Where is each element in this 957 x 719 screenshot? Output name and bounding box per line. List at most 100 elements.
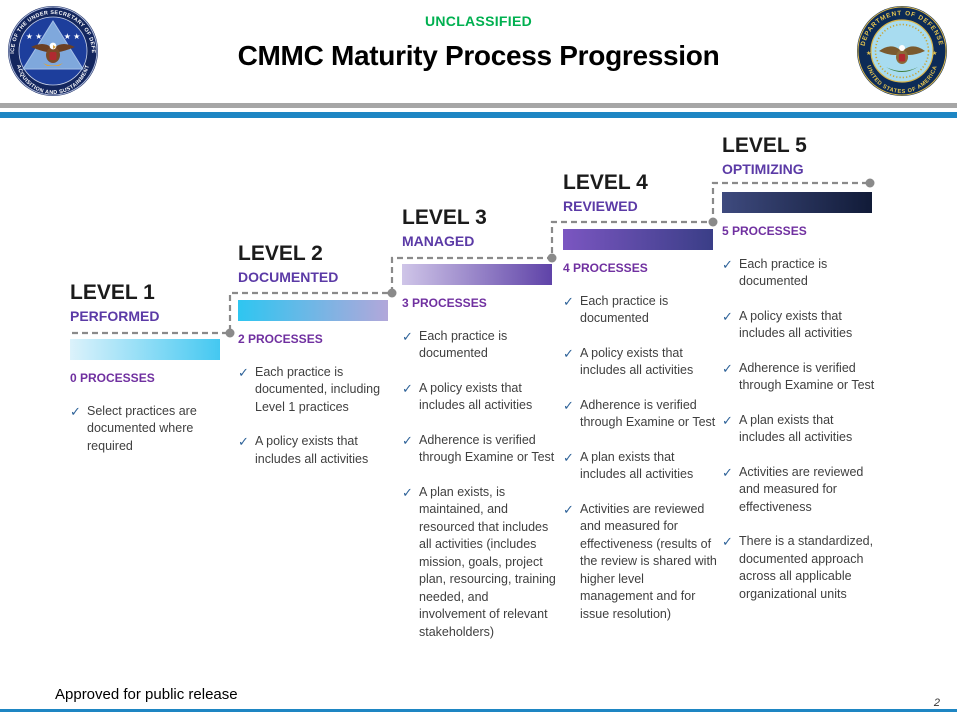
- bullet-item: ✓ Adherence is verified through Examine o…: [563, 397, 725, 432]
- bullet-list: ✓ Each practice is documented ✓ A policy e…: [563, 293, 725, 624]
- level-title: LEVEL 1: [70, 281, 155, 304]
- bullet-list: ✓ Select practices are documented where r…: [70, 403, 232, 456]
- seal-stars-left: ★ ★: [26, 32, 43, 41]
- check-icon: ✓: [722, 534, 733, 550]
- check-icon: ✓: [70, 403, 81, 419]
- level-subtitle: REVIEWED: [563, 198, 638, 215]
- process-count-label: 5 PROCESSES: [722, 223, 807, 238]
- process-count-label: 4 PROCESSES: [563, 260, 648, 275]
- seal-star-right: ★: [932, 50, 937, 57]
- bullet-item: ✓ A policy exists that includes all activ…: [563, 345, 725, 380]
- check-icon: ✓: [238, 364, 249, 380]
- page-number: 2: [933, 697, 940, 709]
- check-icon: ✓: [402, 380, 413, 396]
- check-icon: ✓: [722, 256, 733, 272]
- level-column-1: LEVEL 1 PERFORMED 0 PROCESSES ✓ Select pr…: [70, 281, 232, 472]
- check-icon: ✓: [722, 464, 733, 480]
- level-title: LEVEL 4: [563, 171, 648, 194]
- bullet-text: Each practice is documented: [739, 256, 828, 289]
- bullet-item: ✓ A plan exists that includes all activit…: [722, 412, 884, 447]
- bullet-text: Each practice is documented: [419, 328, 508, 361]
- level-bar: [563, 228, 713, 250]
- bullet-text: A policy exists that includes all activi…: [580, 345, 694, 378]
- bullet-item: ✓ Activities are reviewed and measured fo…: [722, 464, 884, 517]
- process-count-label: 2 PROCESSES: [238, 331, 323, 346]
- check-icon: ✓: [563, 449, 574, 465]
- check-icon: ✓: [402, 484, 413, 500]
- level-title: LEVEL 5: [722, 134, 807, 157]
- bullet-text: Adherence is verified through Examine or…: [580, 397, 716, 430]
- bullet-item: ✓ A policy exists that includes all activ…: [402, 380, 564, 415]
- bullet-item: ✓ Each practice is documented: [563, 293, 725, 328]
- bullet-item: ✓ A policy exists that includes all activ…: [722, 308, 884, 343]
- level-column-4: LEVEL 4 REVIEWED 4 PROCESSES ✓ Each pract…: [563, 171, 725, 640]
- bullet-item: ✓ Adherence is verified through Examine o…: [402, 432, 564, 467]
- bullet-text: A policy exists that includes all activi…: [255, 434, 369, 466]
- level-title: LEVEL 2: [238, 242, 323, 265]
- footer-rule-blue: [0, 709, 957, 712]
- bullet-item: ✓ Adherence is verified through Examine o…: [722, 360, 884, 395]
- page-title: CMMC Maturity Process Progression: [237, 40, 720, 71]
- level-column-2: LEVEL 2 DOCUMENTED 2 PROCESSES ✓Each pra…: [238, 242, 400, 485]
- dod-seal: DEPARTMENT OF DEFENSE UNITED STATES OF A…: [856, 5, 948, 97]
- bullet-list: ✓ Each practice is documented ✓ A policy e…: [722, 256, 884, 604]
- bullet-item: ✓ A policy exists that includes all activ…: [238, 433, 400, 468]
- bullet-text: A policy exists that includes all activi…: [739, 308, 853, 341]
- level-subtitle: DOCUMENTED: [238, 269, 339, 286]
- ousd-seal: OFFICE OF THE UNDER SECRETARY OF DEFENSE…: [5, 1, 99, 97]
- eagle-icon: [31, 42, 75, 66]
- header-rule-gray: [0, 103, 957, 108]
- level-subtitle: MANAGED: [402, 233, 475, 250]
- seal-star-left: ★: [866, 50, 871, 57]
- bullet-text: Select practices are documented where re…: [87, 403, 197, 453]
- check-icon: ✓: [722, 360, 733, 376]
- check-icon: ✓: [402, 328, 413, 344]
- header-rule-blue: [0, 112, 957, 118]
- level-column-5: LEVEL 5 OPTIMIZING 5 PROCESSES ✓ Each pra…: [722, 134, 884, 620]
- level-subtitle: OPTIMIZING: [722, 161, 804, 178]
- check-icon: ✓: [563, 293, 574, 309]
- check-icon: ✓: [722, 308, 733, 324]
- check-icon: ✓: [402, 432, 413, 448]
- footer-approval: Approved for public release: [55, 686, 238, 703]
- bullet-item: ✓Each practice is documented, including …: [238, 364, 400, 417]
- process-count-label: 0 PROCESSES: [70, 370, 155, 385]
- bullet-list: ✓Each practice is documented, including …: [238, 364, 400, 469]
- bullet-text: A policy exists that includes all activi…: [419, 380, 533, 413]
- check-icon: ✓: [722, 412, 733, 428]
- bullet-item: ✓ There is a standardized, documented app…: [722, 533, 884, 603]
- level-column-3: LEVEL 3 MANAGED 3 PROCESSES ✓ Each practi…: [402, 206, 564, 658]
- dod-seal-graphic: DEPARTMENT OF DEFENSE UNITED STATES OF A…: [857, 6, 947, 96]
- bullet-item: ✓ Each practice is documented: [722, 256, 884, 291]
- bullet-item: ✓ A plan exists that includes all activit…: [563, 449, 725, 484]
- bullet-text: Adherence is verified through Examine or…: [739, 360, 875, 393]
- check-icon: ✓: [238, 434, 249, 450]
- check-icon: ✓: [563, 397, 574, 413]
- level-bar: [402, 263, 552, 285]
- bullet-text: Each practice is documented: [580, 293, 669, 326]
- eagle-icon: [879, 45, 925, 72]
- bullet-item: ✓ Activities are reviewed and measured fo…: [563, 501, 725, 624]
- bullet-list: ✓ Each practice is documented ✓ A policy e…: [402, 328, 564, 642]
- check-icon: ✓: [563, 345, 574, 361]
- bullet-text: Activities are reviewed and measured for…: [739, 464, 864, 514]
- process-count-label: 3 PROCESSES: [402, 295, 487, 310]
- bullet-text: Adherence is verified through Examine or…: [419, 432, 555, 465]
- ousd-seal-graphic: OFFICE OF THE UNDER SECRETARY OF DEFENSE…: [5, 1, 98, 96]
- bullet-text: A plan exists that includes all activiti…: [580, 449, 694, 482]
- level-title: LEVEL 3: [402, 206, 487, 229]
- bullet-item: ✓ Select practices are documented where r…: [70, 403, 232, 456]
- bullet-text: A plan exists, is maintained, and resour…: [419, 484, 556, 639]
- level-bar: [238, 299, 388, 321]
- level-bar: [70, 338, 220, 360]
- level-subtitle: PERFORMED: [70, 308, 160, 325]
- bullet-item: ✓ A plan exists, is maintained, and resou…: [402, 484, 564, 642]
- bullet-text: A plan exists that includes all activiti…: [739, 412, 853, 445]
- check-icon: ✓: [563, 501, 574, 517]
- classification-banner: UNCLASSIFIED: [424, 13, 533, 29]
- bullet-text: Activities are reviewed and measured for…: [580, 501, 717, 621]
- level-bar: [722, 191, 872, 213]
- bullet-text: There is a standardized, documented appr…: [739, 534, 874, 601]
- bullet-item: ✓ Each practice is documented: [402, 328, 564, 363]
